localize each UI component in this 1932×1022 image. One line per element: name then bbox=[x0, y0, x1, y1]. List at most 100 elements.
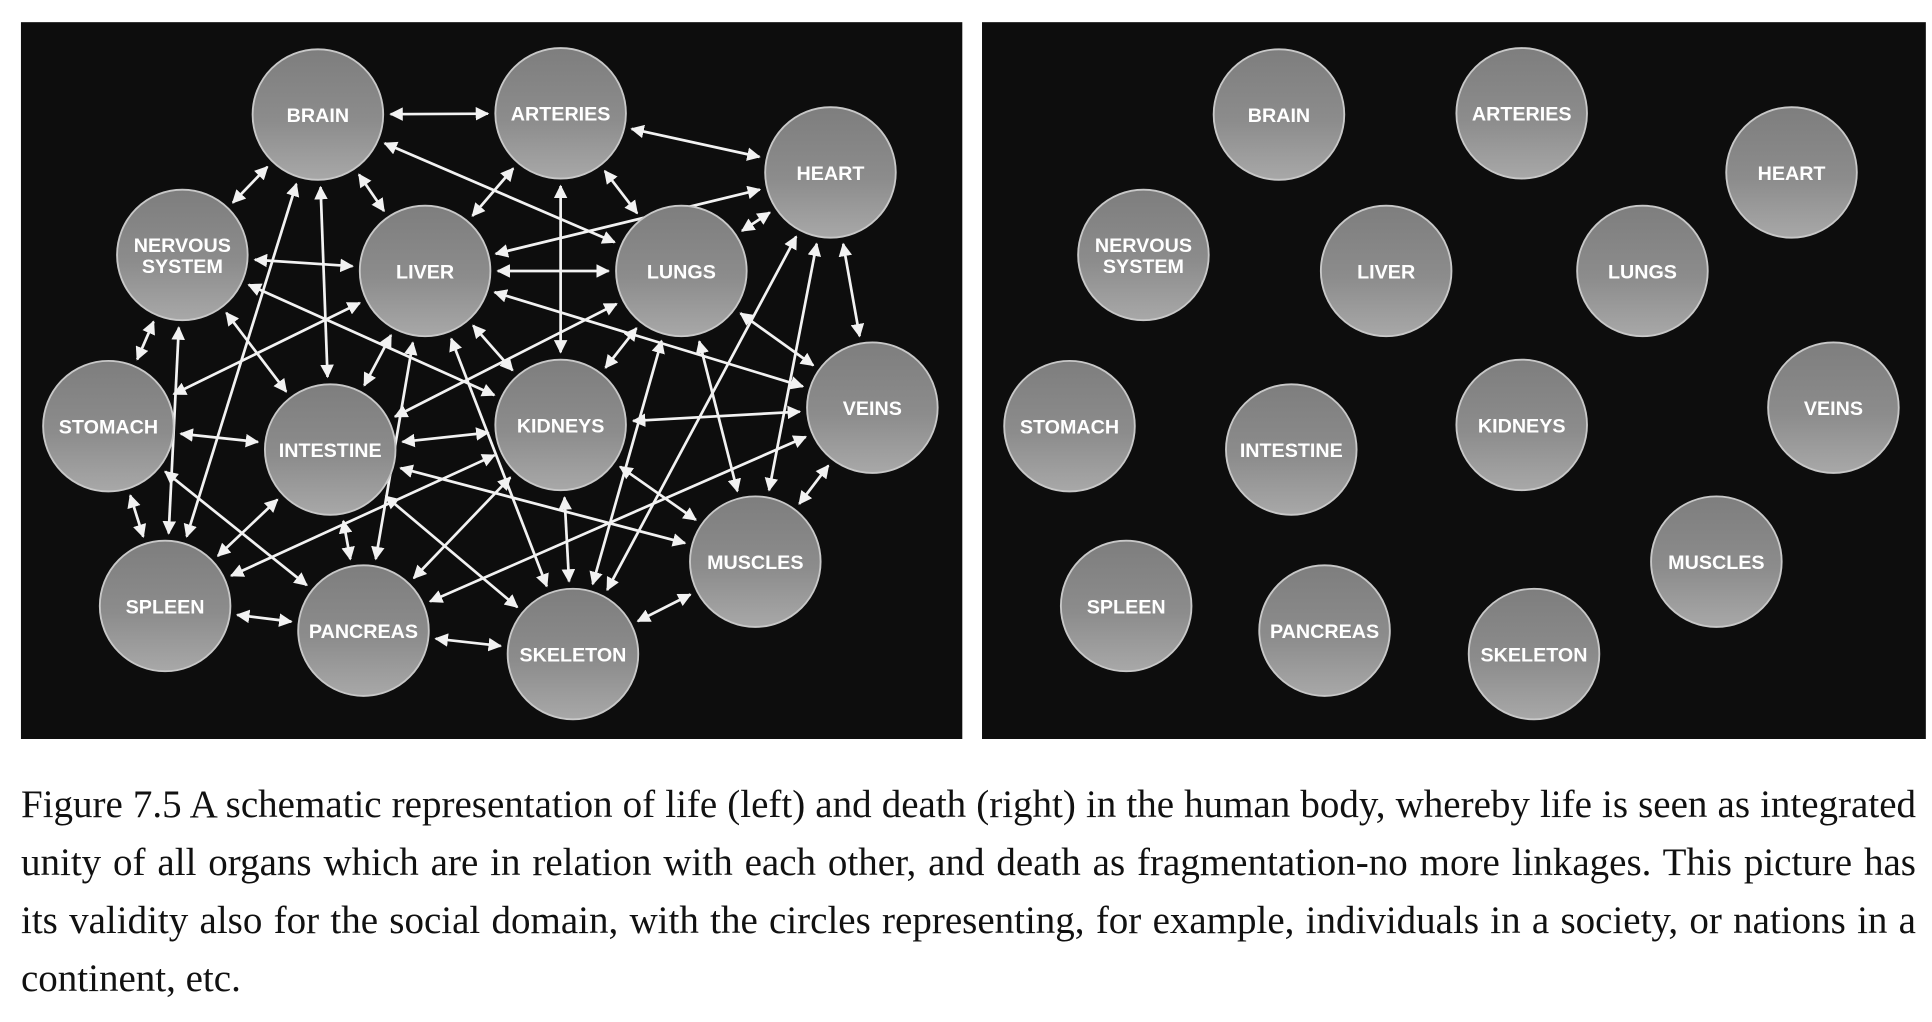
organ-circle bbox=[1225, 383, 1358, 516]
organ-label: LIVER bbox=[396, 261, 454, 283]
connection-arrow-heart-lungs bbox=[740, 211, 771, 233]
connection-arrow-heart-liver bbox=[494, 185, 762, 258]
organ-circle bbox=[297, 564, 430, 697]
organ-label: SKELETON bbox=[519, 644, 626, 666]
connection-arrow-heart-veins bbox=[838, 242, 865, 338]
organ-label: MUSCLES bbox=[707, 552, 803, 574]
connection-arrow-brain-liver bbox=[357, 173, 386, 213]
death-organ-skeleton: SKELETON bbox=[1467, 587, 1601, 721]
organ-label: SPLEEN bbox=[1087, 596, 1166, 618]
life-organ-arteries: ARTERIES bbox=[494, 47, 627, 180]
organ-label: SPLEEN bbox=[126, 596, 205, 618]
connection-arrow-veins-muscles bbox=[798, 464, 830, 505]
organ-circle bbox=[689, 495, 822, 628]
life-organ-liver: LIVER bbox=[358, 204, 492, 338]
organ-label: ARTERIES bbox=[511, 104, 611, 126]
connection-arrow-skeleton-muscles bbox=[636, 593, 692, 623]
organ-circle bbox=[1455, 47, 1588, 180]
connection-arrow-pancreas-skeleton bbox=[434, 633, 503, 652]
death-organ-heart: HEART bbox=[1725, 106, 1858, 239]
organ-circle bbox=[764, 106, 897, 239]
organ-label: BRAIN bbox=[1248, 105, 1310, 127]
life-organ-intestine: INTESTINE bbox=[263, 383, 397, 516]
life-connections bbox=[127, 106, 865, 652]
life-organ-kidneys: KIDNEYS bbox=[494, 358, 627, 492]
organ-label: ARTERIES bbox=[1472, 104, 1572, 126]
death-organ-muscles: MUSCLES bbox=[1650, 495, 1783, 628]
organ-circle bbox=[1725, 106, 1858, 239]
organ-circle bbox=[1576, 204, 1709, 338]
organ-label: KIDNEYS bbox=[1478, 415, 1566, 437]
organ-circle bbox=[1059, 539, 1193, 673]
organ-label: INTESTINE bbox=[1240, 440, 1343, 462]
organ-label: PANCREAS bbox=[309, 621, 418, 643]
life-organ-veins: VEINS bbox=[806, 341, 939, 474]
organ-label: MUSCLES bbox=[1668, 552, 1764, 574]
death-organ-veins: VEINS bbox=[1767, 341, 1900, 474]
death-organ-arteries: ARTERIES bbox=[1455, 47, 1588, 180]
organ-label: KIDNEYS bbox=[517, 415, 605, 437]
death-organ-pancreas: PANCREAS bbox=[1258, 564, 1391, 697]
organ-label: VEINS bbox=[843, 398, 902, 420]
life-organ-lungs: LUNGS bbox=[615, 204, 748, 338]
connection-arrow-arteries-liver bbox=[471, 167, 515, 217]
organ-circle bbox=[806, 341, 939, 474]
organ-label: LIVER bbox=[1357, 261, 1415, 283]
life-organ-spleen: SPLEEN bbox=[98, 539, 232, 673]
organ-label: LUNGS bbox=[647, 261, 716, 283]
connection-arrow-lungs-veins bbox=[739, 312, 815, 367]
life-organ-skeleton: SKELETON bbox=[506, 587, 640, 721]
connection-arrow-arteries-heart bbox=[630, 124, 761, 161]
organ-label: LUNGS bbox=[1608, 261, 1677, 283]
organ-label: NERVOUS bbox=[1095, 235, 1192, 257]
organ-circle bbox=[1003, 359, 1136, 493]
death-organ-lungs: LUNGS bbox=[1576, 204, 1709, 338]
connection-arrow-nervous-stomach bbox=[135, 320, 155, 361]
life-organ-heart: HEART bbox=[764, 106, 897, 239]
organ-circle bbox=[358, 204, 492, 338]
life-organ-pancreas: PANCREAS bbox=[297, 564, 430, 697]
organ-label: PANCREAS bbox=[1270, 621, 1379, 643]
organ-label: STOMACH bbox=[59, 417, 158, 439]
connection-arrow-nervous-liver bbox=[253, 253, 354, 273]
organ-label: STOMACH bbox=[1020, 417, 1119, 439]
organ-circle bbox=[1258, 564, 1391, 697]
organ-circle bbox=[251, 48, 385, 181]
connection-arrow-lungs-intestine bbox=[393, 302, 618, 418]
organ-circle bbox=[42, 359, 175, 493]
death-organ-spleen: SPLEEN bbox=[1059, 539, 1193, 673]
connection-arrow-veins-pancreas bbox=[428, 435, 808, 603]
figure-caption: Figure 7.5 A schematic representation of… bbox=[21, 783, 1916, 1000]
organ-label: INTESTINE bbox=[279, 440, 382, 462]
death-organ-intestine: INTESTINE bbox=[1225, 383, 1358, 516]
death-organ-liver: LIVER bbox=[1319, 204, 1453, 338]
organ-circle bbox=[1467, 587, 1601, 721]
organ-circle bbox=[116, 188, 249, 322]
organ-label: SYSTEM bbox=[142, 256, 223, 278]
organ-circle bbox=[615, 204, 748, 338]
death-organ-stomach: STOMACH bbox=[1003, 359, 1136, 493]
life-organ-muscles: MUSCLES bbox=[689, 495, 822, 628]
organ-circle bbox=[1767, 341, 1900, 474]
life-organ-brain: BRAIN bbox=[251, 48, 385, 181]
organ-circle bbox=[1077, 188, 1210, 322]
death-organ-kidneys: KIDNEYS bbox=[1455, 358, 1588, 492]
connection-arrow-spleen-pancreas bbox=[235, 609, 293, 627]
connection-arrow-stomach-spleen bbox=[127, 494, 147, 538]
organ-circle bbox=[98, 539, 232, 673]
organ-circle bbox=[494, 47, 627, 180]
organ-label: VEINS bbox=[1804, 398, 1863, 420]
organ-circle bbox=[494, 358, 627, 492]
connection-arrow-stomach-intestine bbox=[179, 428, 260, 448]
life-organ-stomach: STOMACH bbox=[42, 359, 175, 493]
connection-arrow-kidneys-veins bbox=[631, 405, 802, 428]
organ-circle bbox=[1650, 495, 1783, 628]
connection-arrow-liver-stomach bbox=[172, 301, 362, 396]
organ-circle bbox=[1212, 48, 1346, 181]
organ-circle bbox=[506, 587, 640, 721]
